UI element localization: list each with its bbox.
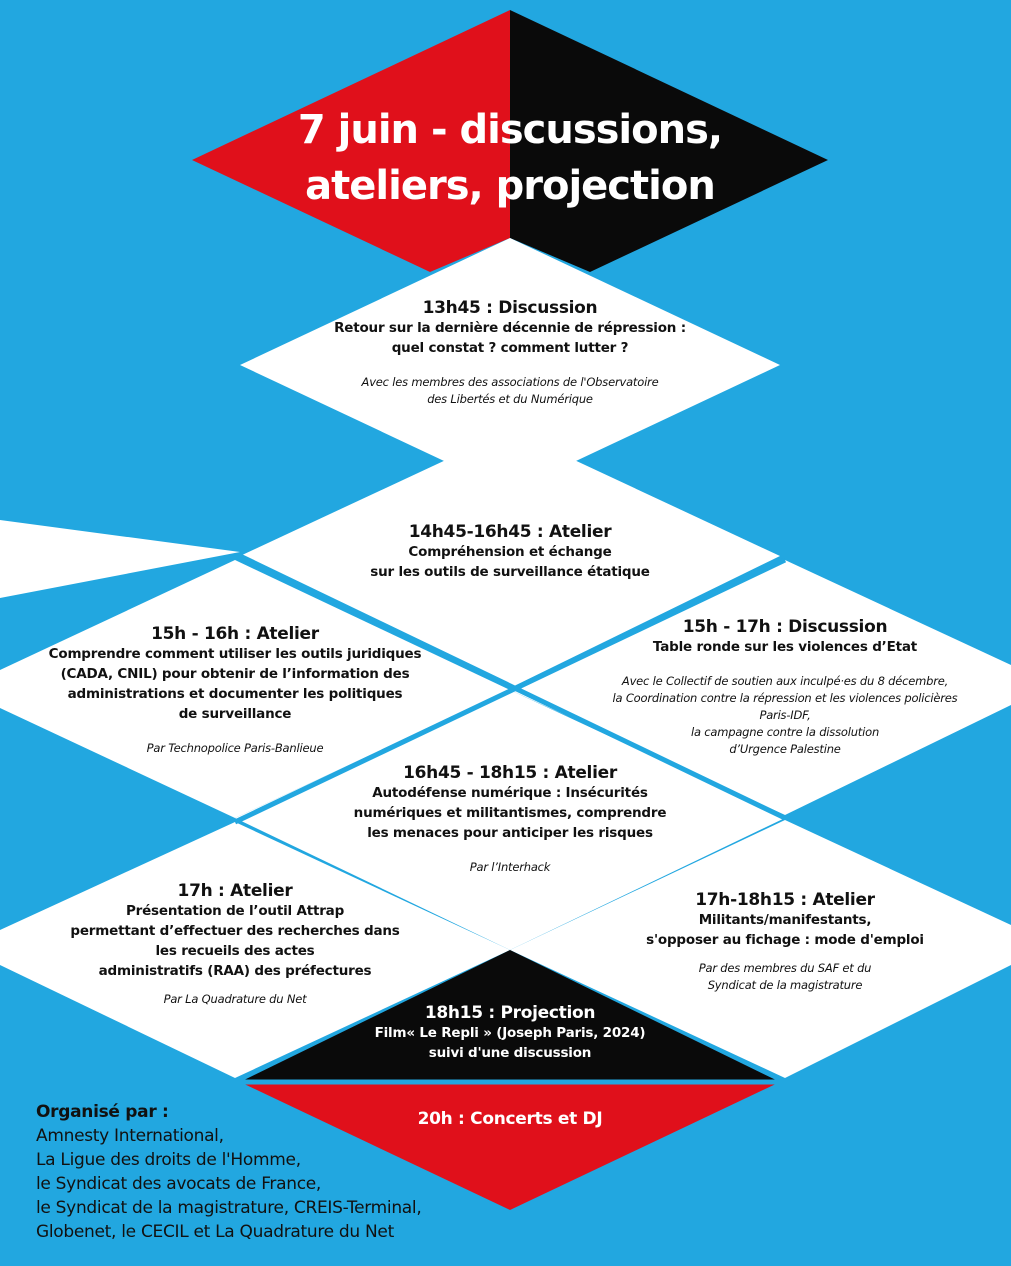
event-time: 16h45 - 18h15 : Atelier bbox=[403, 763, 617, 783]
organizer-line: La Ligue des droits de l'Homme, bbox=[36, 1150, 301, 1170]
event-description: Retour sur la dernière décennie de répre… bbox=[334, 320, 686, 337]
event-description: Table ronde sur les violences d’Etat bbox=[652, 639, 918, 656]
event-13h45-discussion: 13h45 : Discussion Retour sur la dernièr… bbox=[300, 298, 720, 408]
title-diamond-black-half bbox=[510, 10, 828, 272]
concert-diamond-red-half bbox=[240, 1082, 780, 1210]
event-description: suivi d'une discussion bbox=[428, 1045, 592, 1062]
event-description: s'opposer au fichage : mode d'emploi bbox=[646, 932, 924, 949]
organizer-line: Amnesty International, bbox=[36, 1126, 224, 1146]
event-description: (CADA, CNIL) pour obtenir de l’informati… bbox=[60, 666, 410, 683]
event-time: 13h45 : Discussion bbox=[422, 298, 598, 318]
event-speakers: Avec le Collectif de soutien aux inculpé… bbox=[621, 674, 949, 689]
organizers-label: Organisé par : bbox=[36, 1102, 169, 1122]
diamond-17h-left bbox=[0, 822, 510, 1078]
event-16h45-atelier: 16h45 - 18h15 : Atelier Autodéfense numé… bbox=[300, 763, 720, 876]
event-time: 17h-18h15 : Atelier bbox=[695, 890, 875, 910]
separator-line bbox=[238, 553, 787, 821]
event-description: Film« Le Repli » (Joseph Paris, 2024) bbox=[374, 1025, 646, 1042]
title-line-2: ateliers, projection bbox=[305, 163, 716, 209]
event-time: 14h45-16h45 : Atelier bbox=[408, 522, 612, 542]
event-speakers: Paris-IDF, bbox=[759, 708, 811, 723]
organizer-line: le Syndicat de la magistrature, CREIS-Te… bbox=[36, 1198, 422, 1218]
diamond-13h45 bbox=[240, 238, 780, 492]
event-description: administratifs (RAA) des préfectures bbox=[98, 963, 372, 980]
diamond-17h-right bbox=[510, 820, 1011, 1078]
projection-diamond-black-half bbox=[240, 950, 780, 1082]
event-description: les recueils des actes bbox=[155, 943, 315, 960]
separator-line bbox=[233, 557, 787, 825]
event-description: permettant d’effectuer des recherches da… bbox=[70, 923, 400, 940]
organizer-line: Globenet, le CECIL et La Quadrature du N… bbox=[36, 1222, 394, 1242]
event-description: Comprendre comment utiliser les outils j… bbox=[48, 646, 422, 663]
event-15h-discussion: 15h - 17h : Discussion Table ronde sur l… bbox=[575, 617, 995, 758]
event-description: Compréhension et échange bbox=[408, 544, 612, 561]
event-18h15-projection: 18h15 : Projection Film« Le Repli » (Jos… bbox=[300, 1003, 720, 1063]
event-description: les menaces pour anticiper les risques bbox=[367, 825, 653, 842]
event-time: 15h - 16h : Atelier bbox=[151, 624, 319, 644]
title-diamond-red-half bbox=[192, 10, 510, 272]
diamond-15h-left bbox=[0, 560, 510, 818]
title-line-1: 7 juin - discussions, bbox=[297, 107, 723, 153]
event-time: 18h15 : Projection bbox=[424, 1003, 596, 1023]
event-15h-atelier: 15h - 16h : Atelier Comprendre comment u… bbox=[40, 624, 430, 757]
event-description: numériques et militantismes, comprendre bbox=[353, 805, 667, 822]
event-description: Militants/manifestants, bbox=[698, 912, 872, 929]
event-speakers: Syndicat de la magistrature bbox=[707, 978, 863, 993]
event-speakers: des Libertés et du Numérique bbox=[427, 392, 593, 407]
event-speakers: Par des membres du SAF et du bbox=[698, 961, 872, 976]
diamond-15h-right bbox=[510, 560, 1011, 815]
event-description: Autodéfense numérique : Insécurités bbox=[372, 785, 648, 802]
event-description: de surveillance bbox=[178, 706, 292, 723]
separator-lines bbox=[233, 553, 787, 1085]
event-time: 15h - 17h : Discussion bbox=[682, 617, 888, 637]
diamond-14h45 bbox=[240, 430, 780, 688]
event-14h45-atelier: 14h45-16h45 : Atelier Compréhension et é… bbox=[300, 522, 720, 582]
event-20h-concerts: 20h : Concerts et DJ bbox=[300, 1109, 720, 1129]
event-description: quel constat ? comment lutter ? bbox=[391, 340, 629, 357]
event-speakers: la Coordination contre la répression et … bbox=[612, 691, 958, 706]
event-speakers: d’Urgence Palestine bbox=[729, 742, 841, 757]
event-speakers: Par Technopolice Paris-Banlieue bbox=[146, 741, 324, 756]
event-time: 17h : Atelier bbox=[177, 881, 293, 901]
event-description: sur les outils de surveillance étatique bbox=[370, 564, 650, 581]
event-description: Présentation de l’outil Attrap bbox=[125, 903, 345, 920]
event-speakers: Par La Quadrature du Net bbox=[163, 992, 307, 1007]
organizers-block: Organisé par : Amnesty International, La… bbox=[36, 1100, 422, 1244]
event-speakers: la campagne contre la dissolution bbox=[690, 725, 880, 740]
organizer-line: le Syndicat des avocats de France, bbox=[36, 1174, 322, 1194]
event-time: 20h : Concerts et DJ bbox=[417, 1109, 603, 1129]
poster-title: 7 juin - discussions, ateliers, projecti… bbox=[240, 102, 780, 214]
event-17h-right-atelier: 17h-18h15 : Atelier Militants/manifestan… bbox=[575, 890, 995, 994]
event-speakers: Avec les membres des associations de l'O… bbox=[361, 375, 659, 390]
event-speakers: Par l’Interhack bbox=[469, 860, 551, 875]
event-17h-atelier: 17h : Atelier Présentation de l’outil At… bbox=[40, 881, 430, 1008]
diamond-left-edge bbox=[0, 520, 240, 598]
event-description: administrations et documenter les politi… bbox=[67, 686, 403, 703]
